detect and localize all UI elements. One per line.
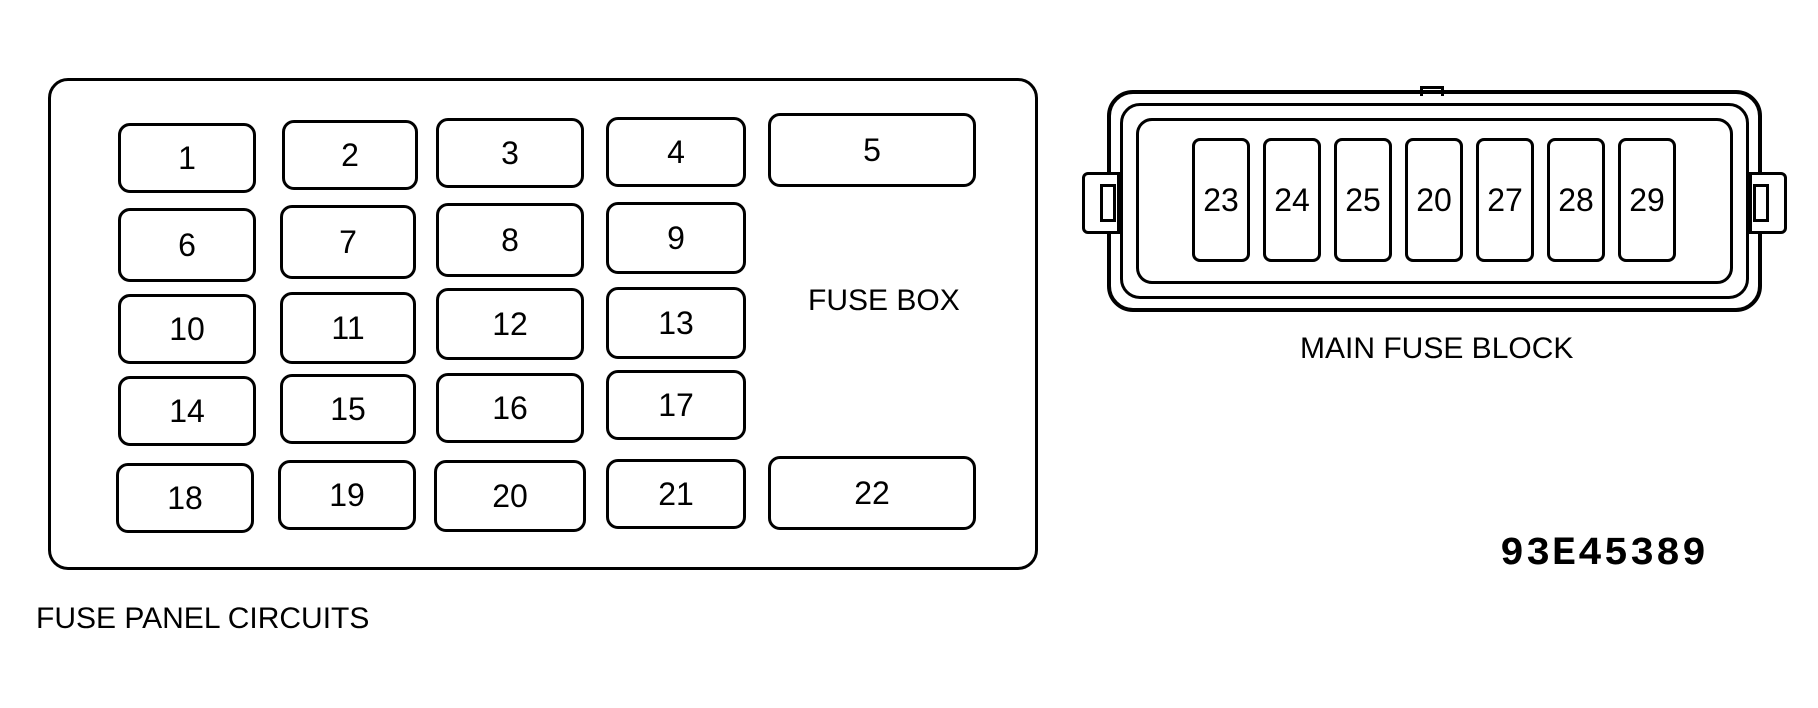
main-fuse-29: 29 xyxy=(1618,138,1676,262)
fuse-21: 21 xyxy=(606,459,746,529)
fuse-2: 2 xyxy=(282,120,418,190)
fuse-5: 5 xyxy=(768,113,976,187)
fuse-8: 8 xyxy=(436,203,584,277)
fuse-7: 7 xyxy=(280,205,416,279)
main-fuse-24: 24 xyxy=(1263,138,1321,262)
fuse-19: 19 xyxy=(278,460,416,530)
fuse-4: 4 xyxy=(606,117,746,187)
fuse-9: 9 xyxy=(606,202,746,274)
fuse-panel xyxy=(48,78,1038,570)
fuse-17: 17 xyxy=(606,370,746,440)
fuse-11: 11 xyxy=(280,292,416,364)
fuse-6: 6 xyxy=(118,208,256,282)
main-fuse-block-caption: MAIN FUSE BLOCK xyxy=(1300,332,1574,365)
fuse-12: 12 xyxy=(436,288,584,360)
main-fuse-28: 28 xyxy=(1547,138,1605,262)
main-fuse-20: 20 xyxy=(1405,138,1463,262)
fuse-18: 18 xyxy=(116,463,254,533)
fuse-20: 20 xyxy=(434,460,586,532)
fuse-13: 13 xyxy=(606,287,746,359)
figure-code: 93E45389 xyxy=(1500,532,1709,577)
fuse-1: 1 xyxy=(118,123,256,193)
fuse-22: 22 xyxy=(768,456,976,530)
fuse-14: 14 xyxy=(118,376,256,446)
main-fuse-block-rim xyxy=(1120,103,1749,299)
right-tab-latch xyxy=(1753,184,1769,222)
main-fuse-23: 23 xyxy=(1192,138,1250,262)
main-fuse-25: 25 xyxy=(1334,138,1392,262)
fuse-15: 15 xyxy=(280,374,416,444)
main-fuse-27: 27 xyxy=(1476,138,1534,262)
fuse-10: 10 xyxy=(118,294,256,364)
fuse-panel-caption: FUSE PANEL CIRCUITS xyxy=(36,602,370,635)
left-tab-latch xyxy=(1100,184,1116,222)
main-fuse-block-cavity xyxy=(1136,118,1733,284)
fuse-box-label: FUSE BOX xyxy=(808,284,960,317)
fuse-16: 16 xyxy=(436,373,584,443)
fuse-3: 3 xyxy=(436,118,584,188)
